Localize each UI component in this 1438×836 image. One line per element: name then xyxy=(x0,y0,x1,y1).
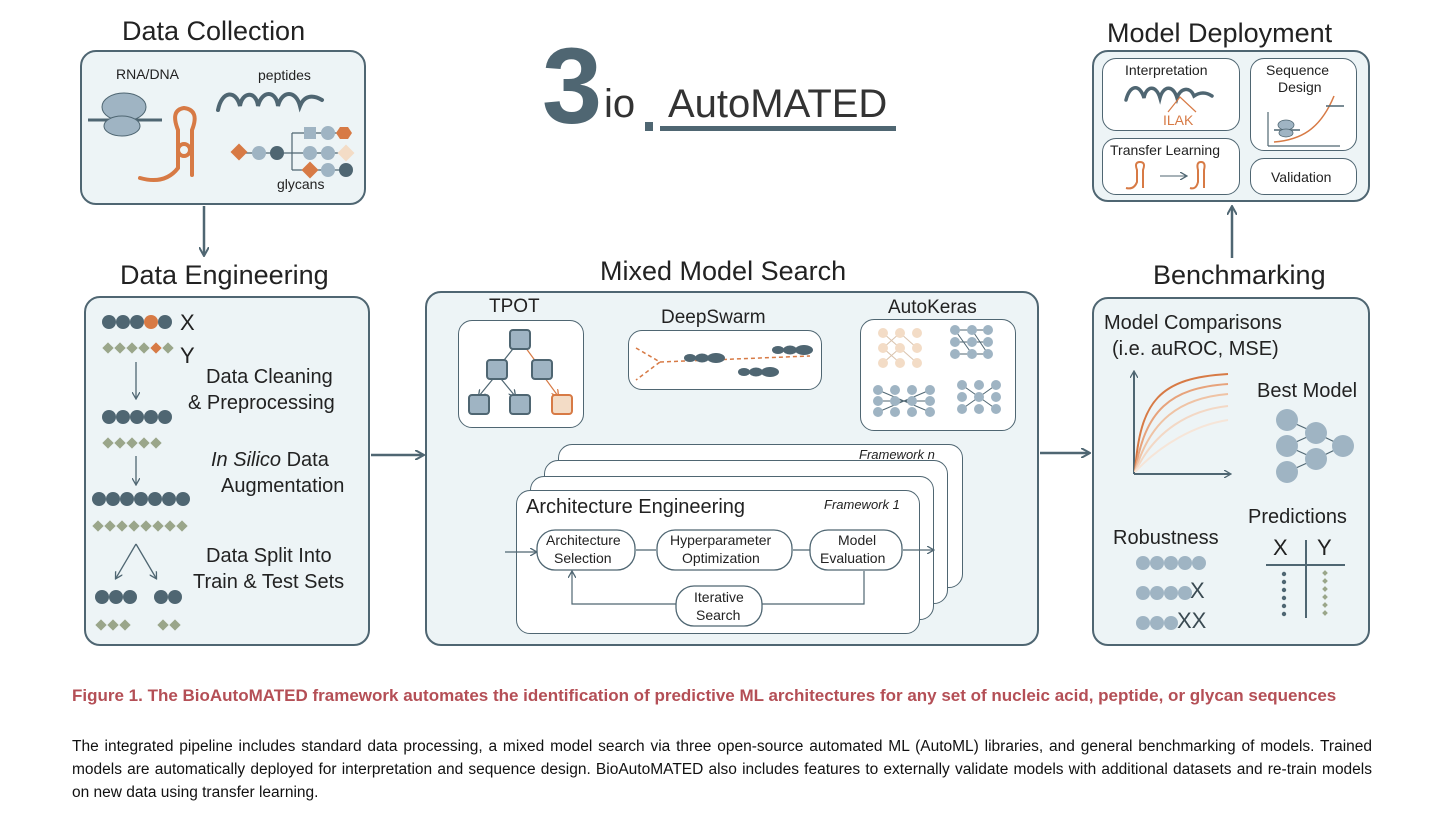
validation-label: Validation xyxy=(1271,169,1332,185)
architecture-selection-label-2: Selection xyxy=(554,550,612,566)
hyperparameter-label-2: Optimization xyxy=(682,550,760,566)
model-deployment-title: Model Deployment xyxy=(1107,18,1333,48)
tpot-label: TPOT xyxy=(489,296,540,317)
benchmarking-title: Benchmarking xyxy=(1153,260,1326,290)
predictions-table-icon xyxy=(1266,540,1345,618)
mixed-model-search-title: Mixed Model Search xyxy=(600,256,847,286)
cleaned-dots xyxy=(102,410,172,424)
hyperparameter-label-1: Hyperparameter xyxy=(670,532,772,548)
deepswarm-ant-icon xyxy=(635,345,813,381)
iterative-search-pill xyxy=(675,585,763,627)
data-cleaning-label-1: Data Cleaning xyxy=(206,366,333,388)
data-split-label-1: Data Split Into xyxy=(206,545,332,567)
interpretation-coil-icon xyxy=(1124,86,1214,105)
glycans-label: glycans xyxy=(277,176,325,192)
interpretation-label: Interpretation xyxy=(1125,62,1208,78)
hairpin-rna-icon xyxy=(138,105,197,182)
autokeras-label: AutoKeras xyxy=(888,297,977,318)
peptide-coil-icon xyxy=(216,92,324,113)
rna-dna-icon xyxy=(88,92,162,137)
test-set xyxy=(154,590,182,604)
train-set xyxy=(95,590,137,604)
validation-box xyxy=(1250,158,1357,195)
predictions-y-label: Y xyxy=(1317,535,1332,560)
architecture-selection-pill xyxy=(536,529,636,571)
robustness-xx-mark: XX xyxy=(1177,608,1207,633)
data-engineering-title: Data Engineering xyxy=(120,260,329,290)
transfer-learning-label: Transfer Learning xyxy=(1110,142,1220,158)
logo-automated: AutoMATED xyxy=(668,82,888,126)
in-silico-rest: Data xyxy=(281,449,329,471)
tpot-tree-icon xyxy=(468,329,573,415)
deepswarm-label: DeepSwarm xyxy=(661,307,766,328)
ilak-label: ILAK xyxy=(1163,112,1194,128)
logo-io: io xyxy=(604,82,636,126)
model-evaluation-label-1: Model xyxy=(838,532,877,548)
architecture-selection-label-1: Architecture xyxy=(546,532,621,548)
in-silico-italic: In Silico xyxy=(211,449,282,471)
augmentation-label: Augmentation xyxy=(221,475,345,497)
logo-underline xyxy=(660,126,896,131)
data-engineering-panel xyxy=(84,296,370,646)
robustness-dots xyxy=(1136,556,1206,630)
robustness-x-mark: X xyxy=(1190,578,1205,603)
auroc-chart-icon xyxy=(1134,372,1230,474)
figure-caption-body: The integrated pipeline includes standar… xyxy=(72,738,1372,801)
peptides-label: peptides xyxy=(258,67,311,83)
rna-dna-label: RNA/DNA xyxy=(116,66,180,82)
y-label: Y xyxy=(180,343,195,368)
model-evaluation-label-2: Evaluation xyxy=(820,550,886,566)
x-sequence-dots xyxy=(102,315,172,329)
in-silico-label: In Silico Data xyxy=(211,449,329,472)
autokeras-network-icon xyxy=(873,325,1001,417)
figure-caption-title: Figure 1. The BioAutoMATED framework aut… xyxy=(72,686,1337,705)
transfer-learning-box xyxy=(1102,138,1240,195)
model-comparisons-label-2: (i.e. auROC, MSE) xyxy=(1112,338,1279,360)
architecture-engineering-label: Architecture Engineering xyxy=(526,496,746,518)
augmented-dots xyxy=(92,492,190,506)
predictions-x-label: X xyxy=(1273,535,1288,560)
x-label: X xyxy=(180,310,195,335)
sequence-design-chart-icon xyxy=(1267,95,1344,147)
data-collection-title: Data Collection xyxy=(122,16,306,46)
framework-1-label: Framework 1 xyxy=(824,497,900,512)
best-model-label: Best Model xyxy=(1257,380,1358,402)
framework-n-label: Framework n xyxy=(859,447,935,462)
transfer-learning-icon xyxy=(1125,160,1206,190)
y-sequence-diamonds xyxy=(102,342,174,354)
sequence-design-label-1: Sequence xyxy=(1266,62,1330,78)
model-comparisons-label-1: Model Comparisons xyxy=(1104,312,1282,334)
model-evaluation-pill xyxy=(809,529,903,571)
sequence-design-label-2: Design xyxy=(1278,79,1322,95)
data-cleaning-label-2: & Preprocessing xyxy=(188,392,335,414)
logo-mark: 3 xyxy=(542,25,603,146)
hyperparameter-pill xyxy=(656,529,793,571)
iterative-search-label-2: Search xyxy=(696,607,741,623)
cleaned-diamonds xyxy=(102,437,162,449)
best-model-network-icon xyxy=(1276,409,1354,483)
augmented-diamonds xyxy=(92,520,188,532)
predictions-label: Predictions xyxy=(1248,506,1347,528)
robustness-label: Robustness xyxy=(1113,527,1219,549)
interpretation-box xyxy=(1102,58,1240,131)
data-split-label-2: Train & Test Sets xyxy=(193,571,345,593)
iterative-search-label-1: Iterative xyxy=(694,589,744,605)
glycan-icon xyxy=(230,126,355,179)
